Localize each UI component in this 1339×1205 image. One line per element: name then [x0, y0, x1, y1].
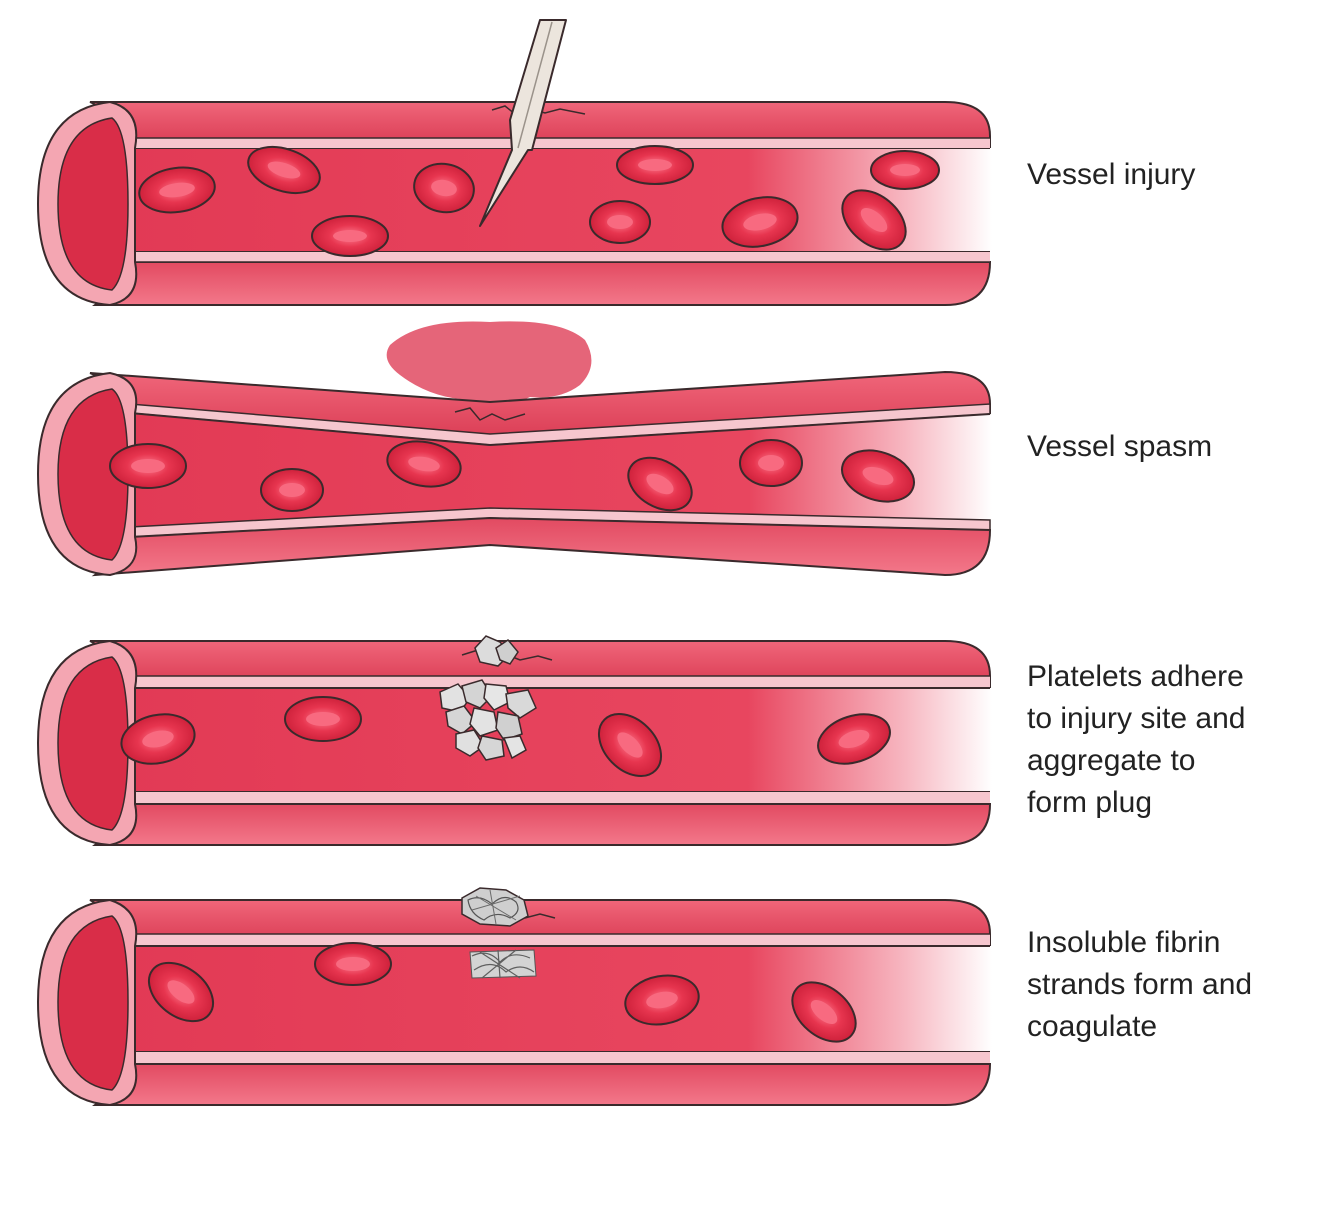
stage-fibrin-coagulation: [36, 887, 992, 1107]
red-blood-cell: [120, 713, 196, 765]
red-blood-cells: [148, 942, 857, 1043]
red-blood-cells: [109, 439, 915, 512]
label-line: to injury site and: [1027, 702, 1246, 735]
vessel-wall-bottom: [92, 261, 992, 306]
red-blood-cell: [721, 196, 799, 248]
stage-vessel-injury: [36, 19, 992, 307]
label-line: form plug: [1027, 786, 1153, 819]
label-line: Platelets adhere: [1027, 660, 1244, 693]
red-blood-cell: [791, 981, 857, 1043]
stage-vessel-spasm: [36, 321, 992, 577]
red-blood-cells: [138, 145, 940, 257]
red-blood-cell: [413, 162, 475, 214]
red-blood-cell: [311, 215, 389, 257]
red-blood-cell: [817, 713, 891, 765]
label-line: coagulate: [1027, 1010, 1158, 1043]
label-line: Insoluble fibrin: [1027, 926, 1221, 959]
vessel-wall-bottom: [92, 1063, 992, 1106]
red-blood-cell: [870, 150, 940, 190]
red-blood-cell: [109, 443, 187, 489]
red-blood-cells: [120, 696, 891, 777]
red-blood-cell: [247, 145, 321, 195]
label-line: Vessel injury: [1027, 158, 1196, 191]
red-blood-cell: [138, 166, 216, 214]
label-line: Vessel spasm: [1027, 430, 1213, 463]
red-blood-cell: [739, 439, 803, 487]
red-blood-cell: [624, 974, 700, 1026]
label-line: aggregate to: [1027, 744, 1196, 777]
red-blood-cell: [627, 456, 693, 512]
red-blood-cell: [841, 189, 907, 251]
platelet-plug-wall: [474, 635, 519, 667]
stage-label-platelet-plug: Platelets adhere to injury site and aggr…: [1027, 656, 1245, 824]
vessel-lumen: [120, 946, 992, 1052]
label-line: strands form and: [1027, 968, 1253, 1001]
stage-platelet-plug: [36, 635, 992, 847]
vessel-wall-bottom: [92, 803, 992, 846]
fibrin-mesh-wall: [461, 887, 529, 927]
fibrin-mesh: [469, 949, 537, 979]
needle-icon: [479, 19, 567, 227]
red-blood-cell: [284, 696, 362, 742]
bleeding-cloud: [386, 321, 592, 405]
red-blood-cell: [386, 440, 462, 488]
stage-label-vessel-spasm: Vessel spasm: [1027, 426, 1212, 468]
red-blood-cell: [148, 961, 214, 1023]
stage-label-fibrin-coagulation: Insoluble fibrin strands form and coagul…: [1027, 922, 1252, 1048]
red-blood-cell: [589, 200, 651, 244]
platelet-aggregate: [439, 679, 537, 761]
red-blood-cell: [260, 468, 324, 512]
wall-tear: [454, 407, 526, 421]
red-blood-cell: [598, 713, 662, 777]
stage-label-vessel-injury: Vessel injury: [1027, 154, 1195, 196]
red-blood-cell: [841, 449, 915, 503]
red-blood-cell: [616, 145, 694, 185]
red-blood-cell: [314, 942, 392, 986]
